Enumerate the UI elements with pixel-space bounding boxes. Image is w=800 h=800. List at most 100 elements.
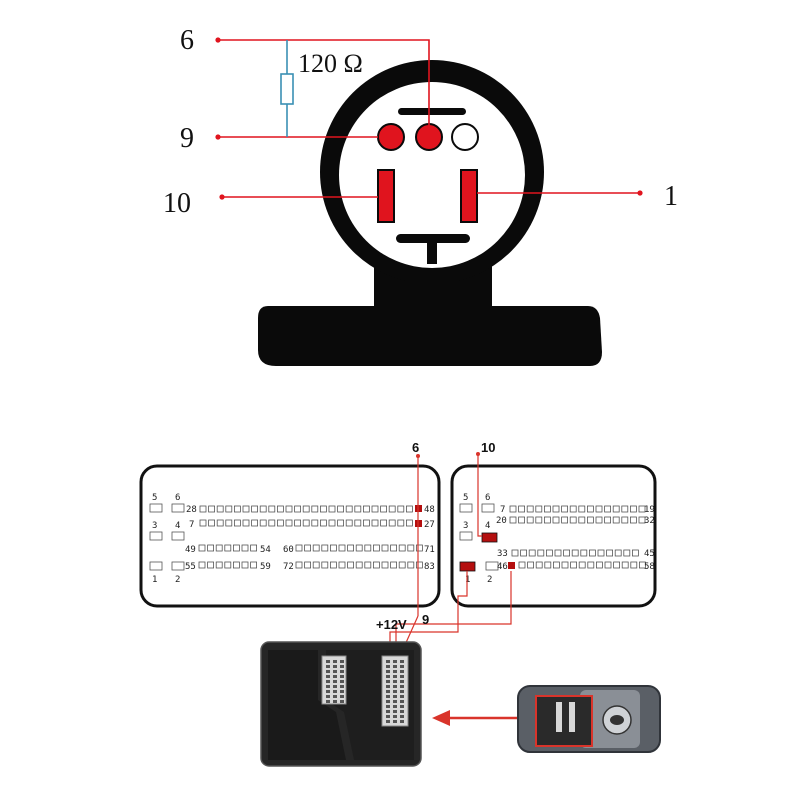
ecu-right-pin (535, 516, 543, 524)
resistor-label: 120 Ω (298, 49, 363, 78)
left-r3-end-b: 71 (424, 545, 435, 555)
left-r1-end: 48 (424, 505, 435, 515)
ecu-left-pin (304, 544, 312, 552)
ecu-right-pin (563, 549, 570, 557)
adapter-pin (326, 680, 330, 683)
ecu-left-pin (319, 505, 327, 513)
ecu-right-pin (569, 505, 577, 513)
ecu-right-pin (518, 505, 525, 513)
ecu-right-pin (614, 549, 622, 557)
ecu-left-pin (225, 519, 233, 527)
adapter-pin (326, 700, 330, 703)
ecu-left-pin (295, 544, 303, 552)
ecu-right-pin (630, 516, 637, 524)
ecu-left-pin (241, 544, 249, 552)
adapter-pin (326, 685, 330, 688)
ecu-left-pin (380, 519, 388, 527)
ecu-right-pin (569, 516, 577, 524)
ecu-right-pin (544, 561, 552, 569)
right-r3-start: 33 (497, 549, 508, 559)
adapter-pin (400, 705, 404, 708)
ecu-right-pin (535, 505, 543, 513)
left-r2-small-a: 3 (152, 521, 157, 531)
ecu-left-pin (225, 505, 233, 513)
ecu-right-pin (630, 561, 638, 569)
ecu-right-pin (612, 505, 620, 513)
ecu-left-pin (241, 561, 249, 569)
left-r4-end-a: 59 (260, 562, 271, 572)
ecu-right-pin (630, 505, 637, 513)
ecu-right-pin (612, 516, 620, 524)
ecu-left-pin (354, 505, 362, 513)
ecu-left-pin (312, 544, 320, 552)
adapter-pin (400, 670, 404, 673)
ecu-right-pin (509, 505, 517, 513)
ecu-left-pin (355, 561, 363, 569)
ecu-left-pin (232, 544, 240, 552)
ecu-right-pin (578, 516, 586, 524)
ecu-right-pin (621, 561, 629, 569)
right-pin-1-highlight (459, 561, 476, 572)
adapter-pin (386, 675, 390, 678)
ecu-left-pin (345, 519, 353, 527)
adapter-pin (400, 710, 404, 713)
ecu-right-pin (623, 549, 631, 557)
ecu-right-pin (553, 561, 560, 569)
ecu-right-pin (580, 549, 588, 557)
adapter-pin (393, 720, 397, 723)
ecu-right-pin (561, 516, 568, 524)
wire-label-9: 9 (422, 612, 429, 627)
ecu-right-pin (595, 516, 603, 524)
ecu-right-pin (528, 549, 536, 557)
ecu-right-pin (632, 549, 639, 557)
ecu-left-pin (337, 519, 345, 527)
adapter-pin (386, 705, 390, 708)
adapter-pin (393, 665, 397, 668)
ecu-left-pin (276, 505, 284, 513)
ecu-right-pin (578, 505, 586, 513)
adapter-pin (393, 670, 397, 673)
ecu-right-pin (621, 505, 629, 513)
ecu-left-pin (388, 519, 396, 527)
ecu-right-pin (552, 516, 560, 524)
adapter-pin (393, 710, 397, 713)
adapter-pin (393, 705, 397, 708)
left-r3-end-a: 54 (260, 545, 271, 555)
ecu-left-pin (364, 544, 372, 552)
ecu-right-pin (587, 505, 594, 513)
ecu-left-pin (407, 561, 415, 569)
ecu-left-pin (354, 519, 362, 527)
right-r2-start: 20 (496, 516, 507, 526)
left-r4-start-a: 55 (185, 562, 196, 572)
adapter-pin (326, 660, 330, 663)
adapter-pin (400, 720, 404, 723)
adapter-pin (400, 680, 404, 683)
ecu-left-pin (208, 505, 216, 513)
ecu-left-pin (328, 519, 336, 527)
ecu-left-pin (215, 544, 223, 552)
ecu-right-pin (587, 516, 594, 524)
adapter-board (260, 641, 422, 767)
ecu-left-pin (407, 544, 415, 552)
right-r4-start: 46 (497, 562, 508, 572)
ecu-right-pin (621, 516, 629, 524)
pin-6-contact (415, 123, 443, 151)
adapter-pin (333, 690, 337, 693)
ecu-left-pin (321, 561, 329, 569)
ecu-right-pin (604, 505, 611, 513)
ecu-left-pin (329, 544, 337, 552)
left-r2-start: 7 (189, 520, 194, 530)
wire-label-6: 6 (412, 440, 419, 455)
adapter-pin (340, 660, 344, 663)
ecu-left-pin (242, 505, 250, 513)
ecu-right-large-pin (459, 531, 473, 541)
adapter-pin (400, 715, 404, 718)
ecu-right-pin (606, 549, 613, 557)
ecu-right-pin (509, 516, 517, 524)
ecu-left-pin (397, 519, 405, 527)
ecu-right-pin (587, 561, 595, 569)
adapter-pin (326, 690, 330, 693)
ecu-left-pin (216, 505, 224, 513)
right-r4-end: 58 (644, 562, 655, 572)
